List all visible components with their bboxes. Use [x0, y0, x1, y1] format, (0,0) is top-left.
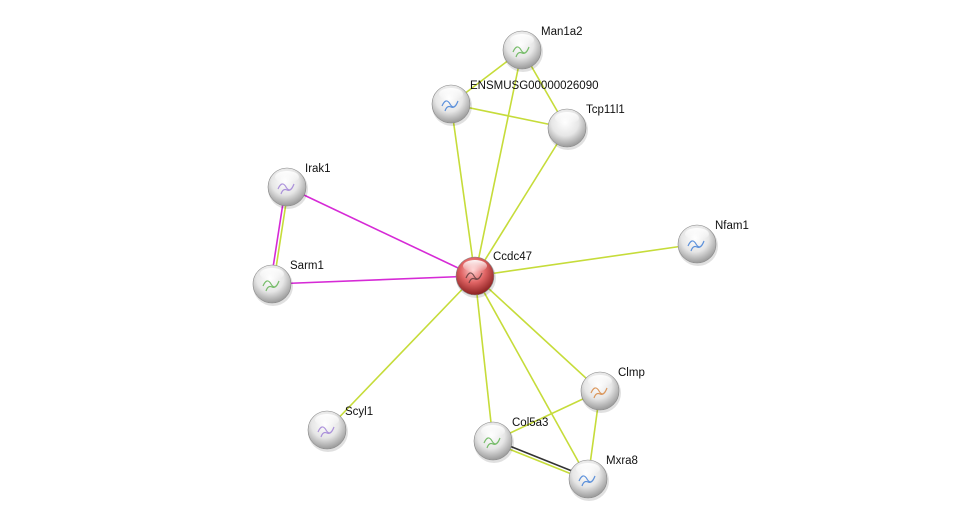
edge-ENSMUSG00000026090-Tcp11l1-textmining[interactable] [450, 103, 568, 129]
node-Sarm1[interactable]: Sarm1 [252, 260, 324, 306]
structure-icon [483, 437, 501, 449]
edge-Ccdc47-Scyl1-textmining[interactable] [326, 275, 476, 431]
node-Col5a3[interactable]: Col5a3 [473, 417, 548, 463]
edge-Ccdc47-Clmp-textmining[interactable] [474, 275, 601, 392]
node-label: Clmp [618, 367, 645, 379]
node-label: Scyl1 [345, 406, 373, 418]
edge-Ccdc47-Tcp11l1-textmining[interactable] [474, 127, 568, 277]
edges-layer [269, 49, 698, 482]
node-Nfam1[interactable]: Nfam1 [677, 220, 749, 266]
structure-icon [578, 475, 596, 487]
node-Scyl1[interactable]: Scyl1 [307, 406, 373, 452]
node-label: Col5a3 [512, 417, 548, 429]
edge-Ccdc47-Nfam1-textmining[interactable] [474, 243, 698, 277]
node-Mxra8[interactable]: Mxra8 [568, 455, 638, 501]
node-label: Mxra8 [606, 455, 638, 467]
edge-Clmp-Col5a3-textmining[interactable] [492, 390, 601, 442]
node-Tcp11l1[interactable]: Tcp11l1 [547, 104, 625, 150]
structure-icon [317, 426, 335, 438]
node-ENSMUSG00000026090[interactable]: ENSMUSG00000026090 [431, 80, 599, 126]
node-Man1a2[interactable]: Man1a2 [502, 26, 583, 72]
edge-Ccdc47-Man1a2-textmining[interactable] [474, 49, 523, 277]
edge-Ccdc47-Col5a3-textmining[interactable] [474, 275, 494, 442]
node-Clmp[interactable]: Clmp [580, 367, 645, 413]
structure-icon [277, 183, 295, 195]
node-label: ENSMUSG00000026090 [470, 80, 599, 92]
node-label: Ccdc47 [493, 251, 532, 263]
structure-icon [465, 272, 483, 284]
structure-icon [687, 240, 705, 252]
node-label: Nfam1 [715, 220, 749, 232]
edge-Ccdc47-Irak1-experiments[interactable] [286, 186, 476, 277]
nodes-layer: Ccdc47 Man1a2ENSMUSG00000026090Tcp11l1Ira… [252, 26, 749, 501]
structure-icon [441, 100, 459, 112]
edge-Ccdc47-Mxra8-textmining[interactable] [474, 275, 589, 480]
structure-icon [590, 387, 608, 399]
node-Irak1[interactable]: Irak1 [267, 163, 331, 209]
node-Ccdc47[interactable]: Ccdc47 [455, 251, 532, 298]
node-label: Man1a2 [541, 26, 583, 38]
structure-icon [262, 280, 280, 292]
edge-Ccdc47-ENSMUSG00000026090-textmining[interactable] [450, 103, 476, 277]
node-label: Sarm1 [290, 260, 324, 272]
edge-Ccdc47-Sarm1-experiments[interactable] [271, 275, 476, 285]
node-label: Irak1 [305, 163, 331, 175]
structure-icon [512, 46, 530, 58]
node-label: Tcp11l1 [586, 104, 625, 116]
